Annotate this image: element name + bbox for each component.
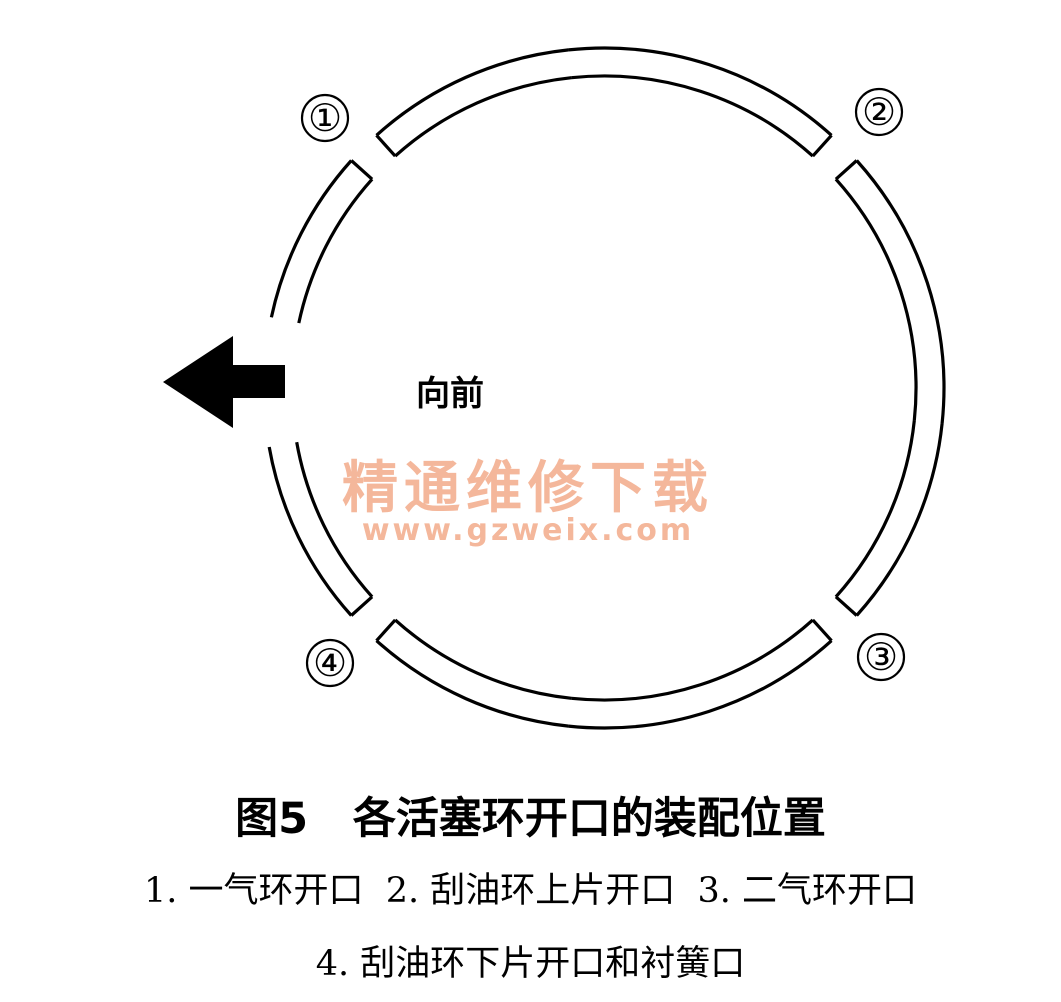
- marker-2-circle: [854, 87, 904, 137]
- forward-arrow-icon: [163, 336, 285, 428]
- ring-segment-top-right: [568, 46, 833, 158]
- marker-1-circle: [300, 93, 350, 143]
- legend-line-2: 4. 刮油环下片开口和衬簧口: [315, 944, 746, 984]
- ring-segment-bottom-right: [568, 618, 833, 730]
- marker-3: ③: [856, 632, 906, 682]
- marker-4-label: ④: [313, 641, 347, 685]
- watermark-url: www.gzweix.com: [362, 513, 694, 548]
- marker-2: ②: [854, 87, 904, 137]
- ring-segment-left-lower: [267, 441, 374, 617]
- marker-2-label: ②: [862, 90, 896, 134]
- ring-segment-right-upper: [834, 159, 946, 424]
- ring-segment-right-lower: [834, 420, 944, 617]
- marker-1-label: ①: [308, 96, 342, 140]
- ring-segment-bottom-left: [375, 618, 572, 728]
- figure-caption-title: 图5 各活塞环开口的装配位置: [235, 794, 826, 844]
- marker-4: ④: [305, 638, 355, 688]
- marker-3-circle: [856, 632, 906, 682]
- marker-3-label: ③: [864, 635, 898, 679]
- piston-ring-segments: [267, 46, 946, 730]
- marker-1: ①: [300, 93, 350, 143]
- watermark-text: 精通维修下载: [342, 456, 714, 521]
- ring-segment-left-upper: [269, 159, 374, 324]
- ring-segment-top-left: [375, 48, 572, 158]
- legend-line-1: 1. 一气环开口 2. 刮油环上片开口 3. 二气环开口: [143, 871, 918, 911]
- forward-label: 向前: [416, 374, 484, 414]
- marker-4-circle: [305, 638, 355, 688]
